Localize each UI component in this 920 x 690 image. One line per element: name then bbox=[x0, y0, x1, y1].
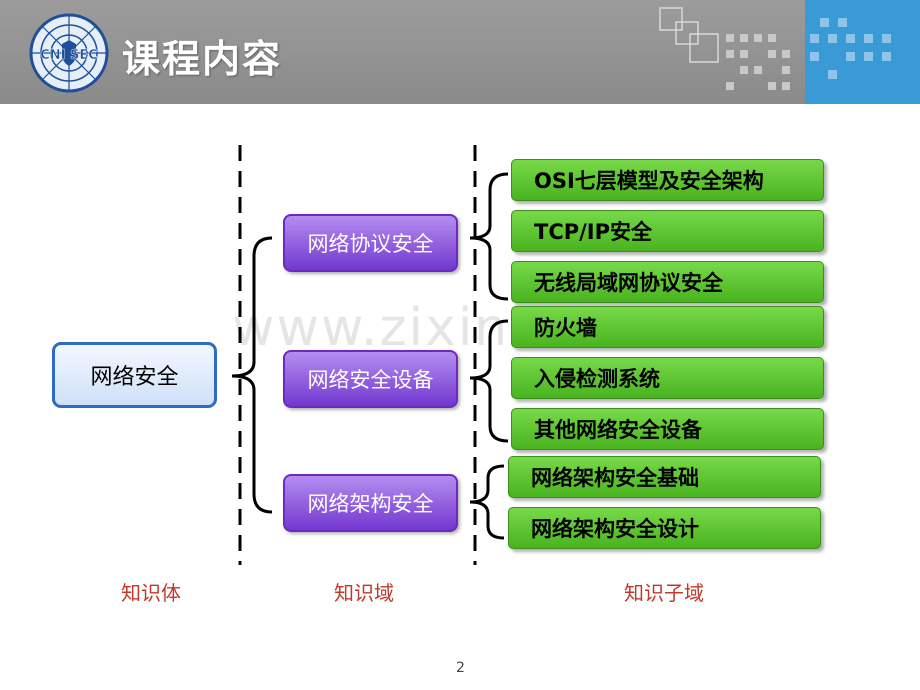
root-node: 网络安全 bbox=[52, 342, 217, 408]
subdomain-node: 网络架构安全基础 bbox=[508, 456, 821, 498]
subdomain-node: 入侵检测系统 bbox=[511, 357, 824, 399]
logo-text: CNI SEC bbox=[40, 48, 98, 63]
subdomain-node: 网络架构安全设计 bbox=[508, 507, 821, 549]
subdomain-node: 无线局域网协议安全 bbox=[511, 261, 824, 303]
column-label-domain: 知识域 bbox=[334, 581, 394, 605]
domain-node-devices: 网络安全设备 bbox=[283, 350, 458, 408]
header-bar bbox=[0, 0, 920, 104]
column-label-subdomain: 知识子域 bbox=[624, 581, 704, 605]
subdomain-node: TCP/IP安全 bbox=[511, 210, 824, 252]
domain-node-protocol: 网络协议安全 bbox=[283, 214, 458, 272]
subdomain-node: 其他网络安全设备 bbox=[511, 408, 824, 450]
column-label-body: 知识体 bbox=[121, 581, 181, 605]
subdomain-node: OSI七层模型及安全架构 bbox=[511, 159, 824, 201]
subdomain-node: 防火墙 bbox=[511, 306, 824, 348]
brace-domain-3 bbox=[469, 464, 505, 540]
page-title: 课程内容 bbox=[122, 37, 283, 81]
domain-node-architecture: 网络架构安全 bbox=[283, 474, 458, 532]
decorative-squares bbox=[659, 7, 891, 90]
brace-root bbox=[231, 236, 273, 514]
logo: CNI SEC bbox=[29, 13, 109, 93]
brace-domain-1 bbox=[469, 172, 509, 301]
brace-domain-2 bbox=[469, 319, 509, 443]
header-accent bbox=[805, 0, 920, 104]
page-number: 2 bbox=[456, 660, 465, 676]
